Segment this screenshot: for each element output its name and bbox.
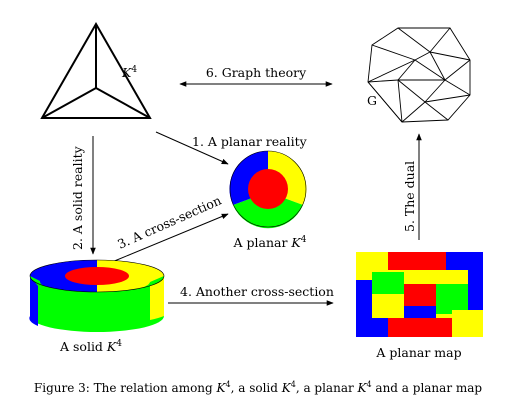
- planar-k4-caption: A planar K4: [233, 235, 307, 250]
- planar-map-caption: A planar map: [375, 345, 461, 360]
- planar-reality-label: 1. A planar reality: [192, 134, 308, 149]
- solid-k4-figure: [29, 259, 165, 332]
- planar-map-figure: [356, 252, 483, 337]
- another-cross-section-label: 4. Another cross-section: [180, 284, 334, 299]
- cross-section-arrow: [111, 213, 229, 263]
- g-label: G: [367, 93, 377, 108]
- graph-g: [367, 27, 471, 123]
- planar-k4-figure: [229, 150, 307, 229]
- figure-caption: Figure 3: The relation among K4, a solid…: [34, 380, 482, 395]
- solid-reality-label: 2. A solid reality: [70, 145, 85, 250]
- planar-reality-arrow: [155, 131, 229, 165]
- k4-label: K4: [121, 65, 137, 80]
- solid-k4-caption: A solid K4: [59, 339, 122, 354]
- dual-label: 5. The dual: [402, 161, 417, 232]
- k4-graph: [40, 21, 152, 119]
- graph-theory-label: 6. Graph theory: [206, 65, 307, 80]
